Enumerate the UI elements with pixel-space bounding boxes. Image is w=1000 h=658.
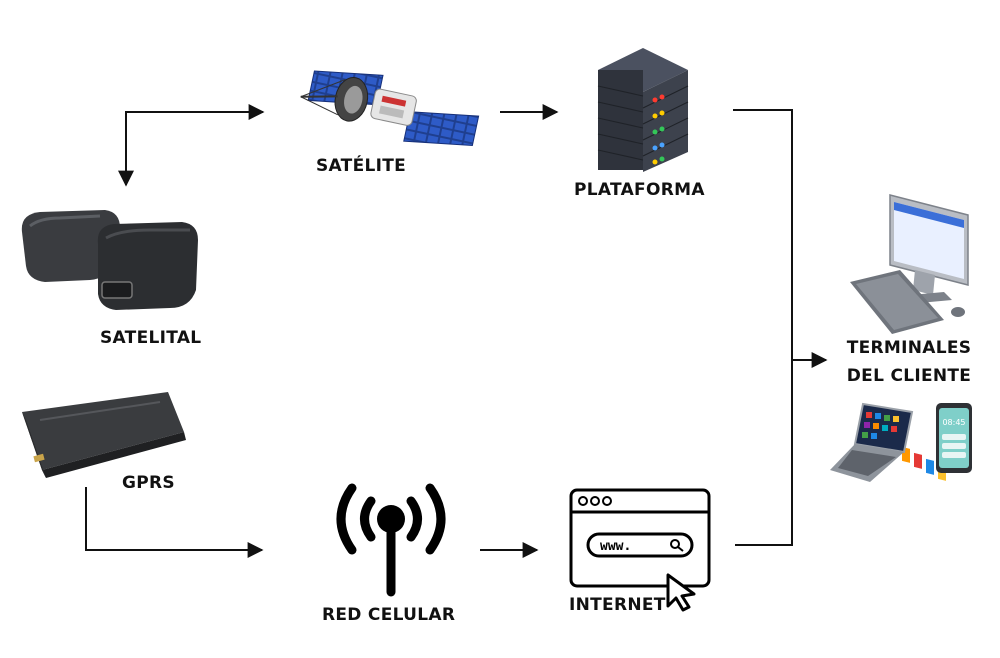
server-leds xyxy=(652,94,665,165)
satellite-icon xyxy=(300,70,480,147)
gprs-tracker-icon xyxy=(22,392,186,478)
arrow-gprs-to-red-celular xyxy=(85,487,264,558)
connectors xyxy=(85,104,828,558)
url-text: www. xyxy=(600,539,631,554)
label-terminales-line2: DEL CLIENTE xyxy=(846,366,972,386)
server-icon xyxy=(597,48,689,172)
server-units xyxy=(597,85,689,161)
label-satelital: SATELITAL xyxy=(100,328,202,348)
label-plataforma: PLATAFORMA xyxy=(574,180,705,200)
antenna-icon xyxy=(336,483,446,597)
cursor-icon xyxy=(666,573,696,612)
phone-time: 08:45 xyxy=(942,418,965,427)
label-satelite: SATÉLITE xyxy=(316,156,407,176)
laptop-app-icons xyxy=(862,412,899,439)
arrow-satelital-to-satelite xyxy=(118,104,265,187)
browser-icon: www. xyxy=(569,488,711,612)
smartphone-icon: 08:45 xyxy=(936,403,972,473)
label-red-celular: RED CELULAR xyxy=(322,605,456,625)
label-gprs: GPRS xyxy=(122,473,175,493)
laptop-icon xyxy=(830,402,914,482)
label-internet: INTERNET xyxy=(569,595,666,615)
label-terminales: TERMINALES DEL CLIENTE xyxy=(838,334,980,390)
line-plataforma-to-junction xyxy=(733,109,793,546)
label-terminales-line1: TERMINALES xyxy=(846,338,972,358)
gps-tracker-icon xyxy=(21,210,198,310)
